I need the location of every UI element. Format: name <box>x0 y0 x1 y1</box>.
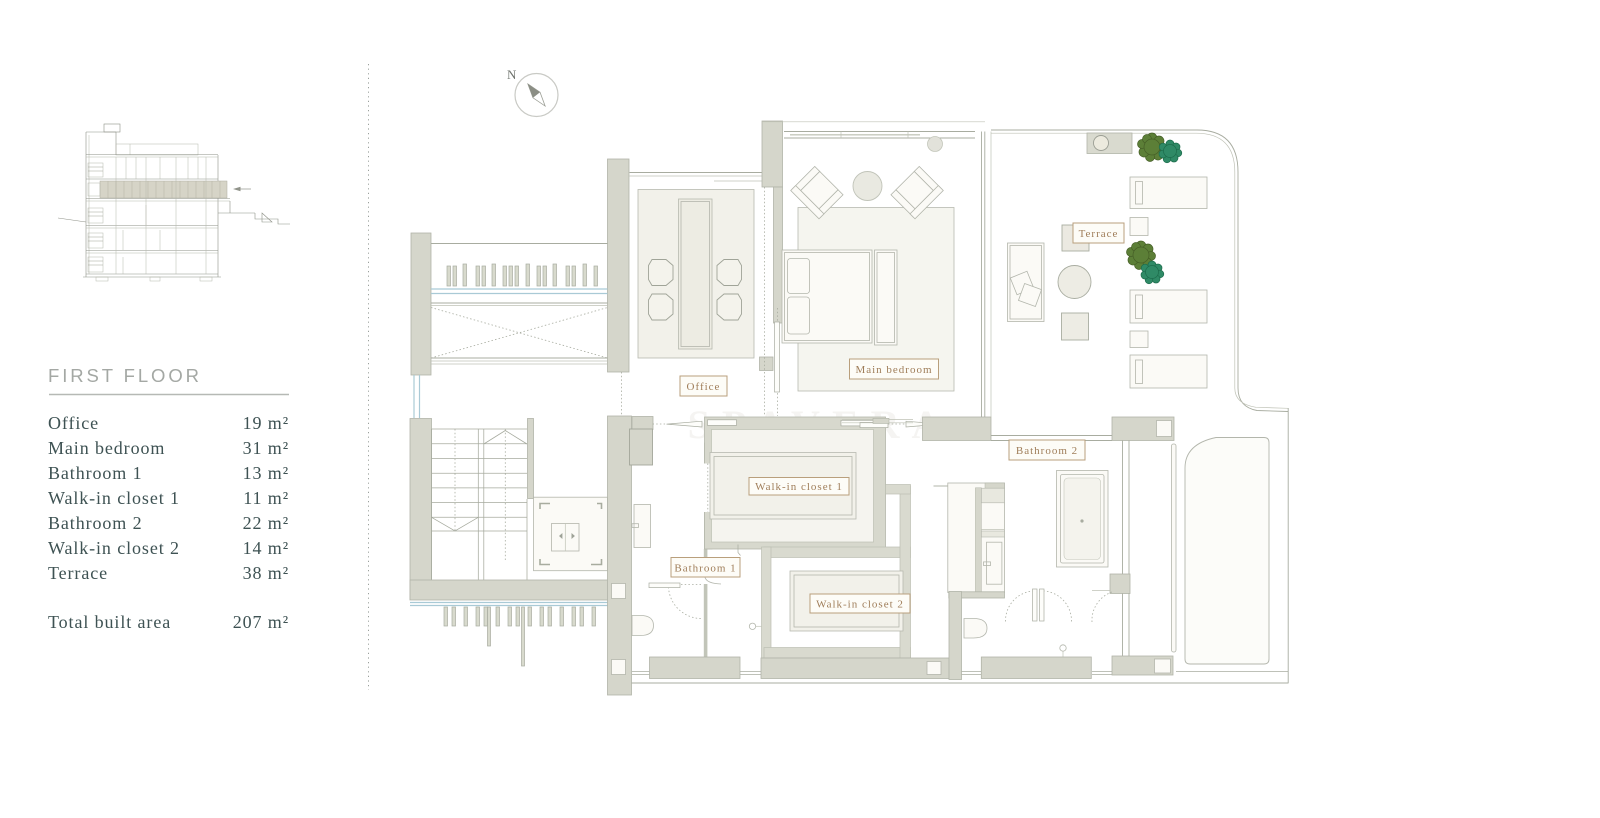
svg-text:14 m²: 14 m² <box>243 538 289 558</box>
svg-text:31 m²: 31 m² <box>243 438 289 458</box>
svg-text:Office: Office <box>687 381 721 393</box>
svg-text:Walk-in closet 2: Walk-in closet 2 <box>48 538 180 558</box>
svg-text:38 m²: 38 m² <box>243 563 289 583</box>
svg-text:13 m²: 13 m² <box>243 463 289 483</box>
svg-text:Main bedroom: Main bedroom <box>855 364 932 376</box>
svg-text:Office: Office <box>48 413 99 433</box>
svg-text:FIRST FLOOR: FIRST FLOOR <box>48 365 202 386</box>
svg-text:Bathroom 1: Bathroom 1 <box>48 463 143 483</box>
svg-text:N: N <box>507 67 517 82</box>
svg-text:207 m²: 207 m² <box>233 612 289 632</box>
svg-text:22 m²: 22 m² <box>243 513 289 533</box>
svg-text:Terrace: Terrace <box>48 563 108 583</box>
svg-text:Main bedroom: Main bedroom <box>48 438 165 458</box>
svg-text:19 m²: 19 m² <box>243 413 289 433</box>
svg-text:Walk-in closet 2: Walk-in closet 2 <box>816 599 904 611</box>
svg-text:11 m²: 11 m² <box>243 488 289 508</box>
svg-text:Bathroom 1: Bathroom 1 <box>674 563 736 575</box>
svg-text:Total built area: Total built area <box>48 612 171 632</box>
svg-text:Walk-in closet 1: Walk-in closet 1 <box>48 488 180 508</box>
svg-text:Walk-in closet 1: Walk-in closet 1 <box>755 481 843 493</box>
svg-text:Terrace: Terrace <box>1079 228 1119 240</box>
svg-text:Bathroom 2: Bathroom 2 <box>48 513 143 533</box>
svg-text:Bathroom 2: Bathroom 2 <box>1016 445 1078 457</box>
